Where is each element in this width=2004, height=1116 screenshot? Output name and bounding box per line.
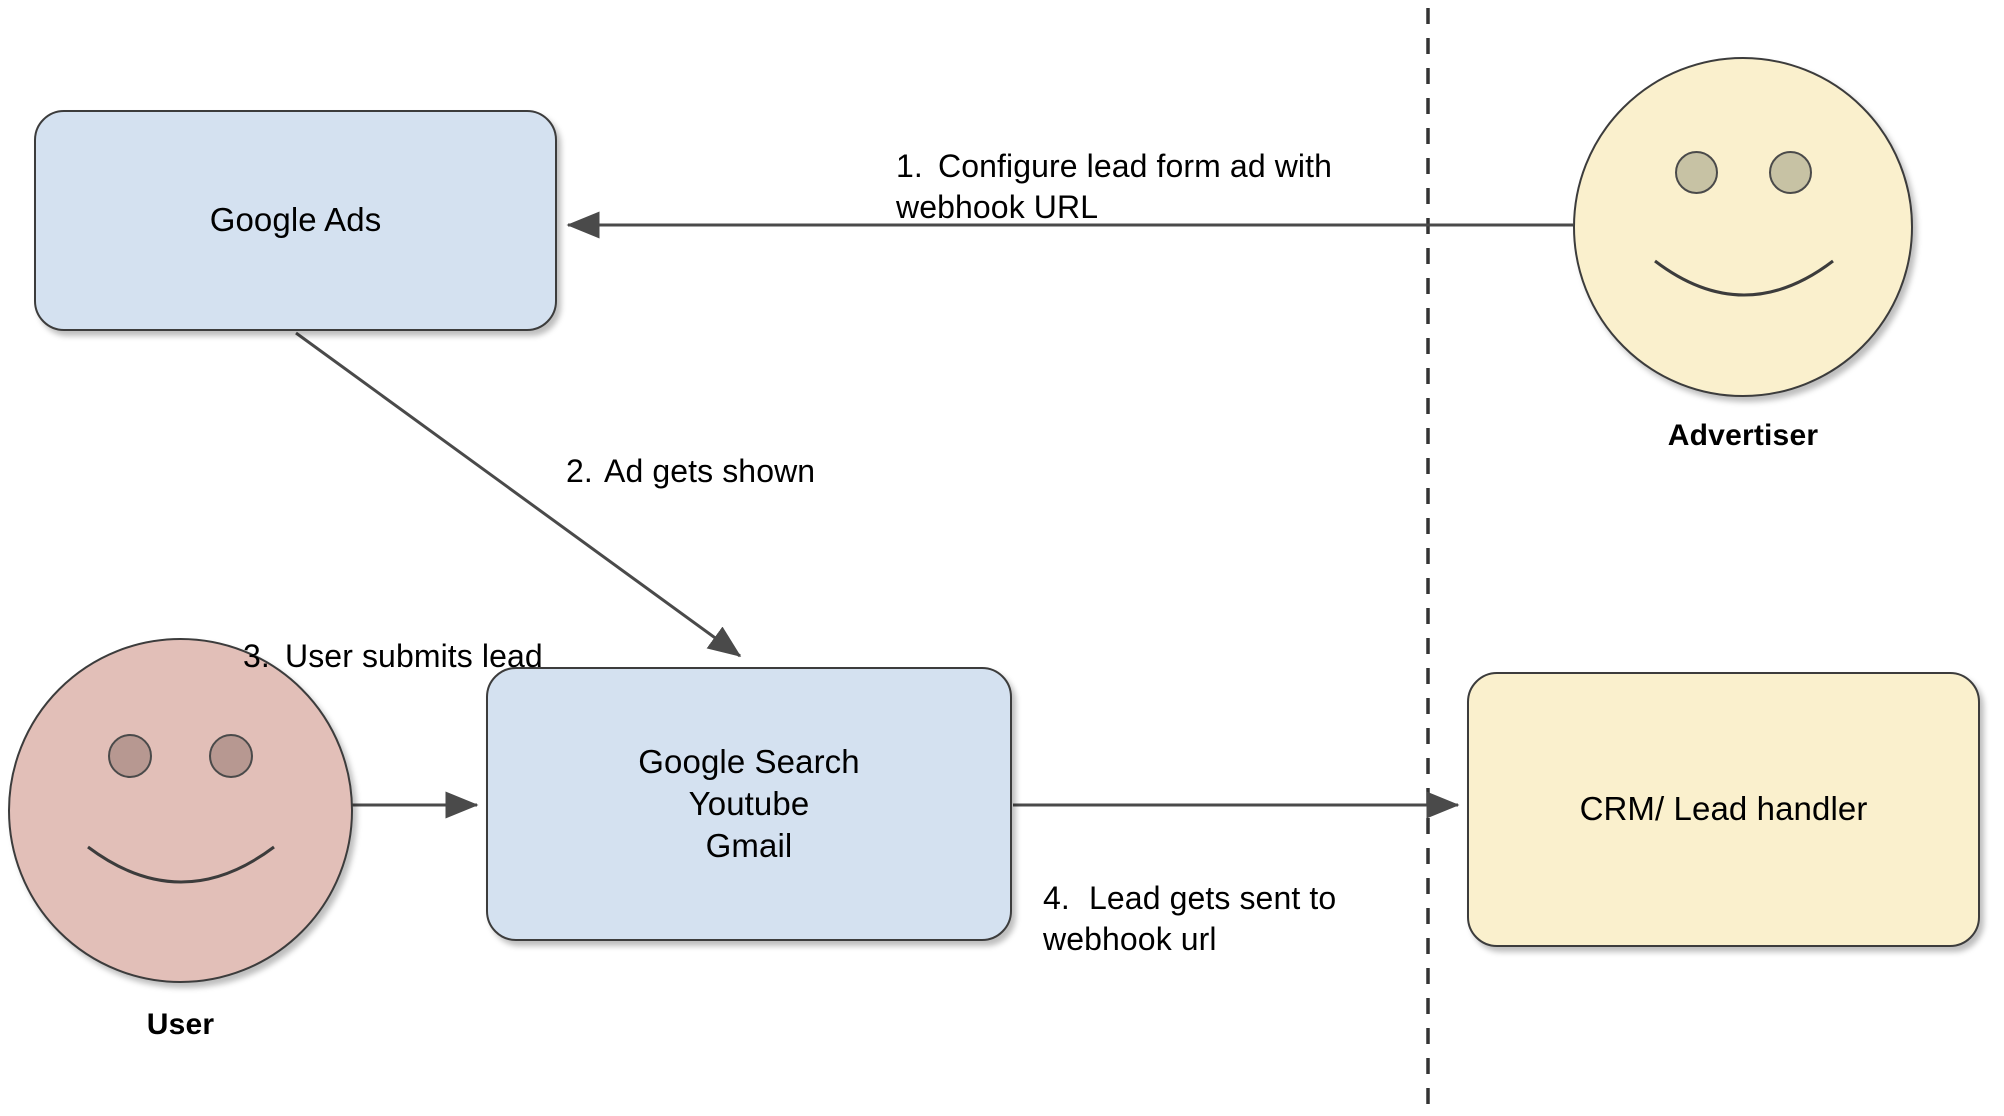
step-1-text: Configure lead form ad with webhook URL — [896, 147, 1333, 225]
node-crm-label: CRM/ Lead handler — [1579, 790, 1868, 828]
advertiser-face-icon — [1573, 57, 1913, 397]
node-google-ads[interactable]: Google Ads — [34, 110, 557, 331]
user-left-eye-icon — [108, 734, 152, 778]
step-4-number: 4. — [1043, 879, 1070, 916]
advertiser-right-eye-icon — [1769, 151, 1812, 194]
user-label: User — [146, 1008, 215, 1041]
advertiser-smile-icon — [1654, 259, 1834, 297]
user-face-icon — [8, 638, 353, 983]
node-google-surfaces[interactable]: Google Search Youtube Gmail — [486, 667, 1012, 941]
step-3-text: User submits lead — [285, 637, 543, 674]
node-google-ads-label: Google Ads — [209, 201, 382, 239]
advertiser-left-eye-icon — [1675, 151, 1718, 194]
advertiser-label: Advertiser — [1667, 419, 1819, 452]
step-4-text: Lead gets sent to webhook url — [1043, 879, 1337, 957]
actor-advertiser[interactable]: Advertiser — [1573, 57, 1913, 477]
step-3-annotation: 3. User submits lead — [243, 595, 663, 677]
step-2-annotation: 2. Ad gets shown — [566, 410, 966, 492]
node-crm-lead-handler[interactable]: CRM/ Lead handler — [1467, 672, 1980, 947]
step-1-annotation: 1.Configure lead form ad with webhook UR… — [896, 105, 1416, 228]
step-4-annotation: 4.Lead gets sent to webhook url — [1043, 837, 1443, 960]
actor-user[interactable]: User — [8, 638, 353, 1041]
step-2-text: Ad gets shown — [604, 452, 816, 489]
step-1-number: 1. — [896, 147, 923, 184]
node-google-surfaces-label: Google Search Youtube Gmail — [638, 742, 860, 865]
step-2-number: 2. — [566, 452, 593, 489]
user-smile-icon — [87, 845, 275, 884]
step-3-number: 3. — [243, 637, 270, 674]
user-right-eye-icon — [209, 734, 253, 778]
